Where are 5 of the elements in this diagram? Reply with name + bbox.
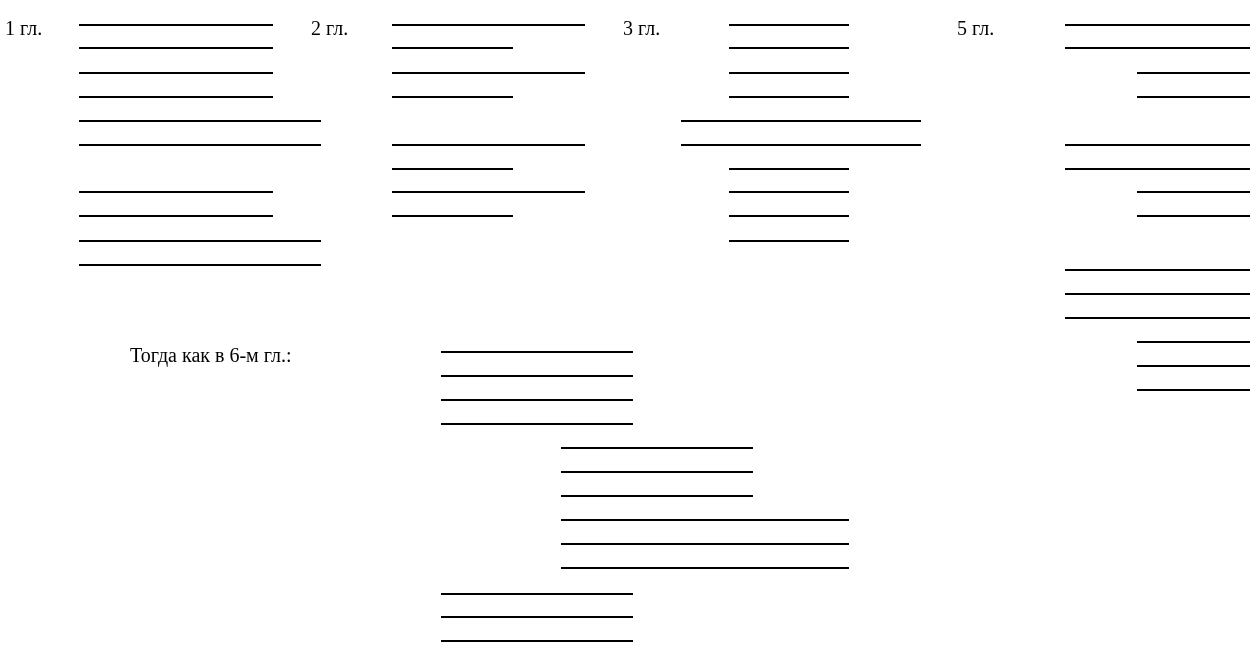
section-label: 1 гл. [5, 17, 43, 39]
section-label: 5 гл. [957, 17, 995, 39]
section-label: Тогда как в 6-м гл.: [130, 344, 292, 366]
section-label: 3 гл. [623, 17, 661, 39]
section-label: 2 гл. [311, 17, 349, 39]
